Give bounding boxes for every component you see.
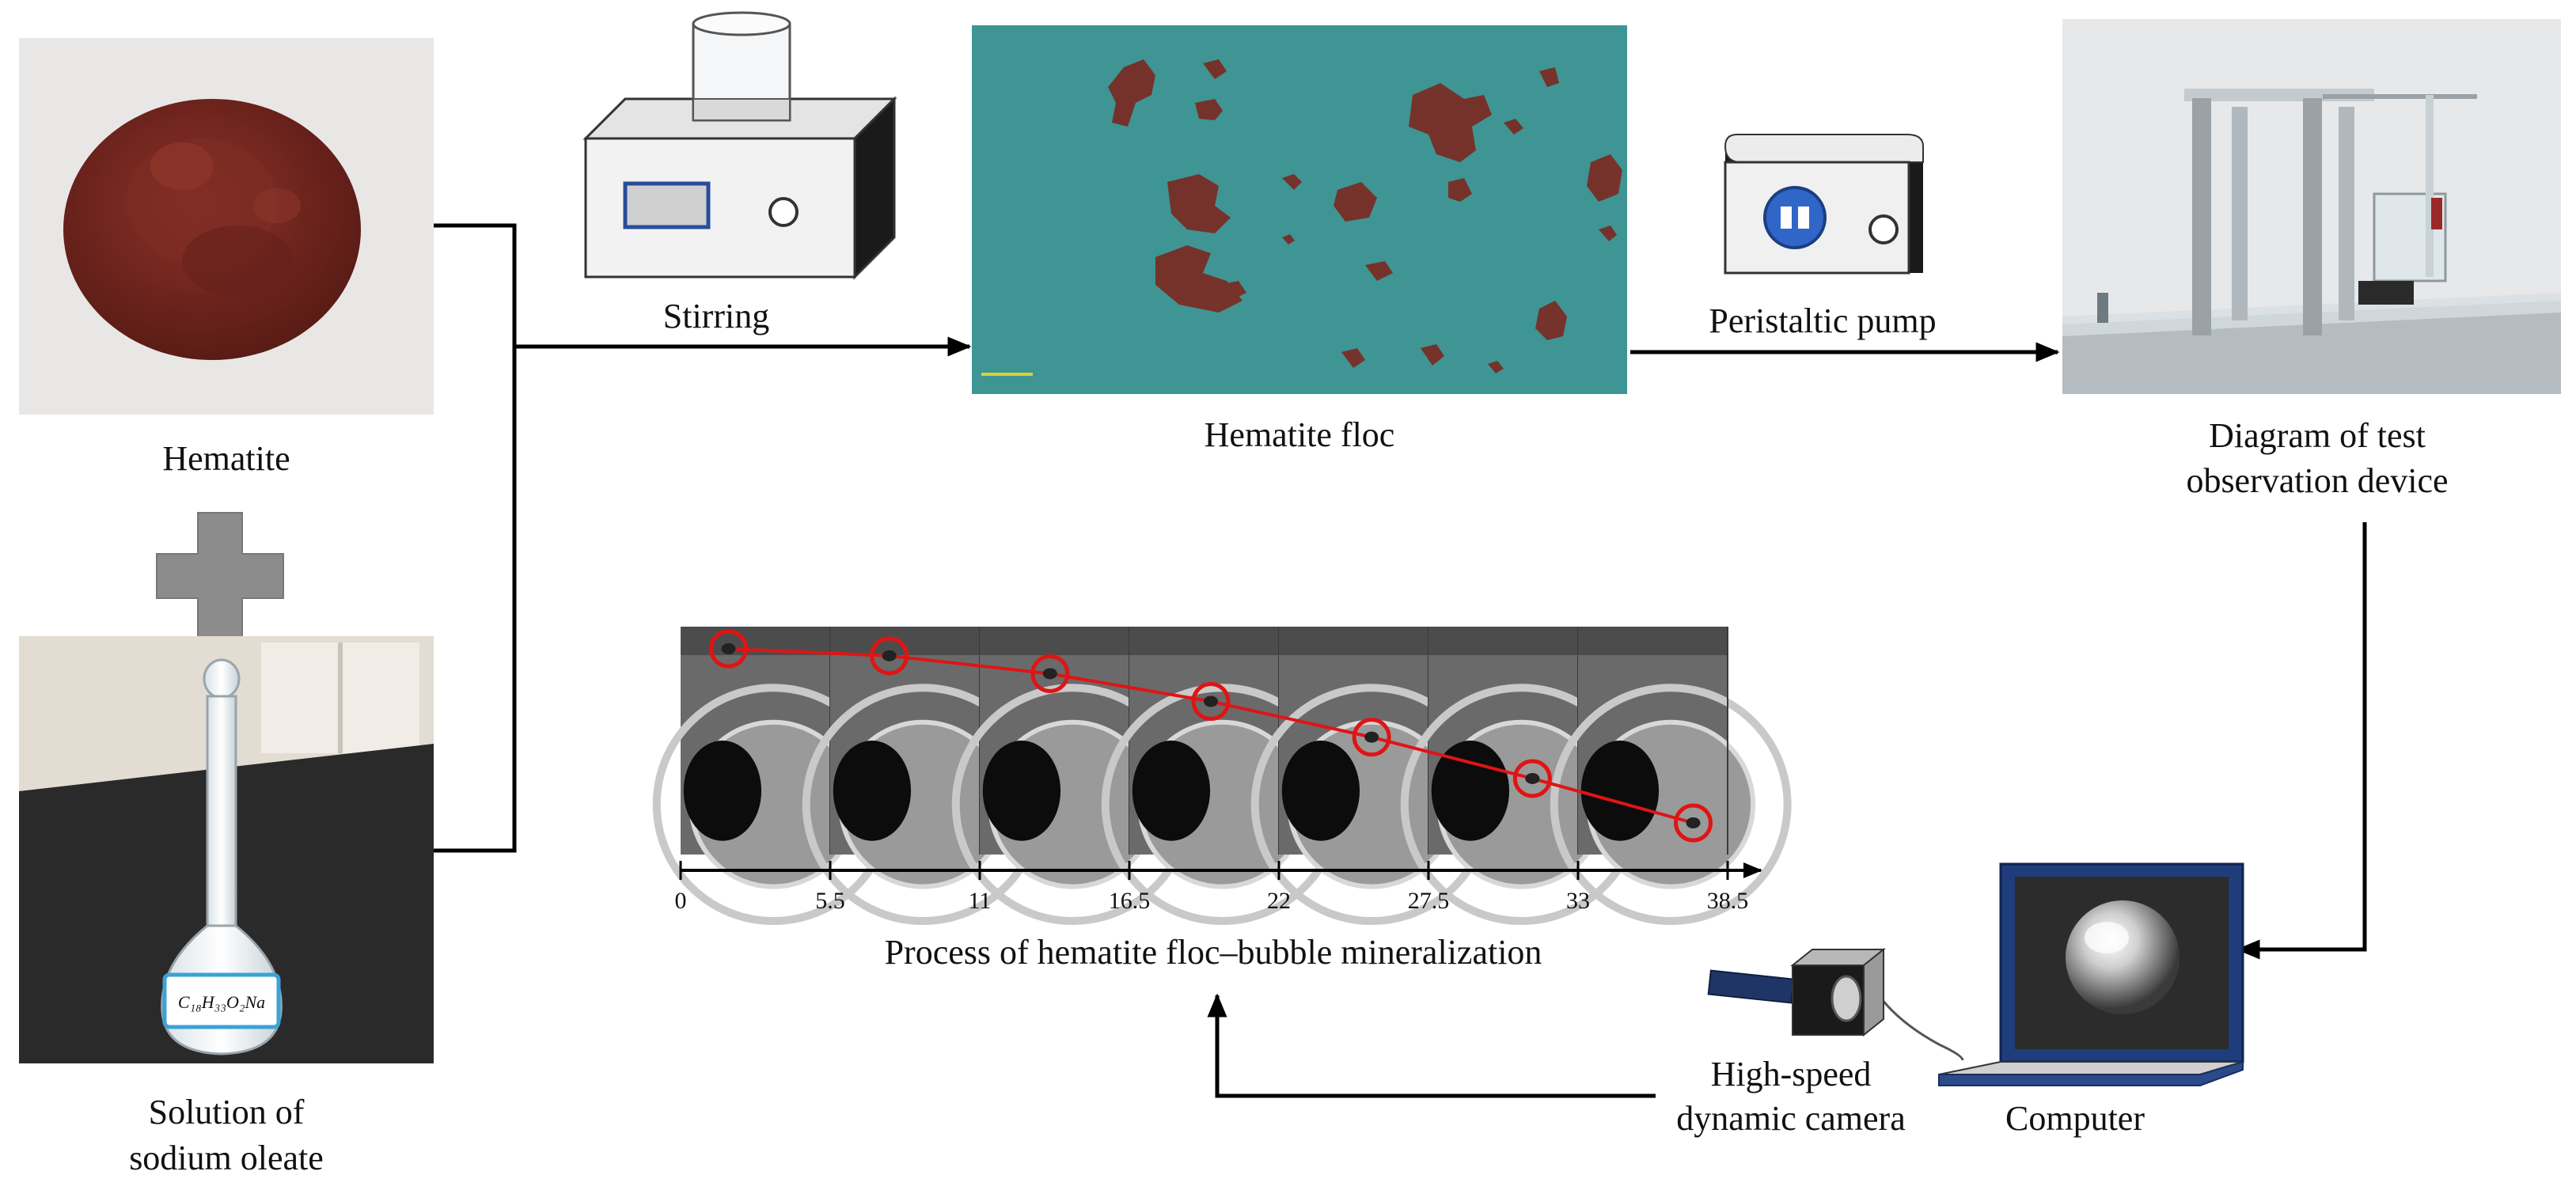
floc-4 [1204,695,1219,707]
floc-trajectory [708,629,1713,843]
pump-knob [1868,214,1899,244]
device-to-computer-arrow [2236,522,2367,960]
device-label-line2: observation device [2186,461,2448,500]
floc-marker-6 [1512,759,1552,798]
frame-7 [1550,627,1792,926]
floc-marker-1 [708,629,748,669]
hematite-label: Hematite [162,439,290,478]
computer-icon [1938,862,2244,1086]
stirring-label: Stirring [663,297,769,335]
stirrer-display [623,181,711,229]
stirrer-icon [582,11,897,280]
time-tick-label-2: 11 [969,888,992,914]
time-tick-label-4: 22 [1267,888,1291,914]
device-label-line1: Diagram of test [2209,416,2426,455]
stirrer-knob [768,197,799,227]
solution-label-line1: Solution of [149,1093,305,1131]
floc-marker-5 [1352,718,1391,757]
floc-marker-2 [870,636,909,676]
hematite-floc-micrograph [972,25,1627,394]
pump-rotor-icon [1763,186,1827,249]
floc-marker-4 [1191,682,1231,722]
camera-cable [1874,990,1964,1061]
peristaltic-pump-label: Peristaltic pump [1709,301,1936,340]
process-label: Process of hematite floc–bubble minerali… [885,933,1542,972]
floc-3 [1042,668,1057,680]
floc-7 [1686,817,1701,828]
hematite-floc-label: Hematite floc [1205,415,1395,454]
camera-label-line2: dynamic camera [1676,1099,1906,1138]
solution-label-line2: sodium oleate [129,1139,324,1177]
floc-6 [1525,772,1540,784]
flask-label: C₁₈H₃₃O₂Na [178,992,265,1012]
camera-to-process-arrow [1207,993,1656,1098]
floc-marker-7 [1674,803,1713,843]
computer-label: Computer [2005,1099,2145,1138]
camera-lens [1831,975,1862,1022]
mineralization-frame-sequence [652,627,1792,926]
time-tick-label-7: 38.5 [1707,888,1749,914]
plus-icon [156,512,284,640]
floc-1 [721,643,736,654]
time-tick-label-0: 0 [675,888,687,914]
peristaltic-pump-icon [1724,134,1924,275]
input-connector [434,223,972,853]
time-tick-label-5: 27.5 [1408,888,1450,914]
floc-5 [1364,731,1379,743]
floc-2 [882,650,897,661]
time-tick-label-3: 16.5 [1109,888,1151,914]
high-speed-camera-icon [1707,947,1886,1037]
time-tick-label-6: 33 [1566,888,1590,914]
solution-photo: C₁₈H₃₃O₂Na [19,636,434,1063]
observation-device-photo [2062,19,2561,394]
hematite-photo [19,38,434,415]
camera-label-line1: High-speed [1711,1055,1872,1093]
time-tick-label-1: 5.5 [815,888,845,914]
time-axis: 0 5.5 11 16.5 22 27.5 33 38.5 [675,861,1762,914]
floc-marker-3 [1030,654,1070,693]
screen-bubble [2066,900,2180,1014]
